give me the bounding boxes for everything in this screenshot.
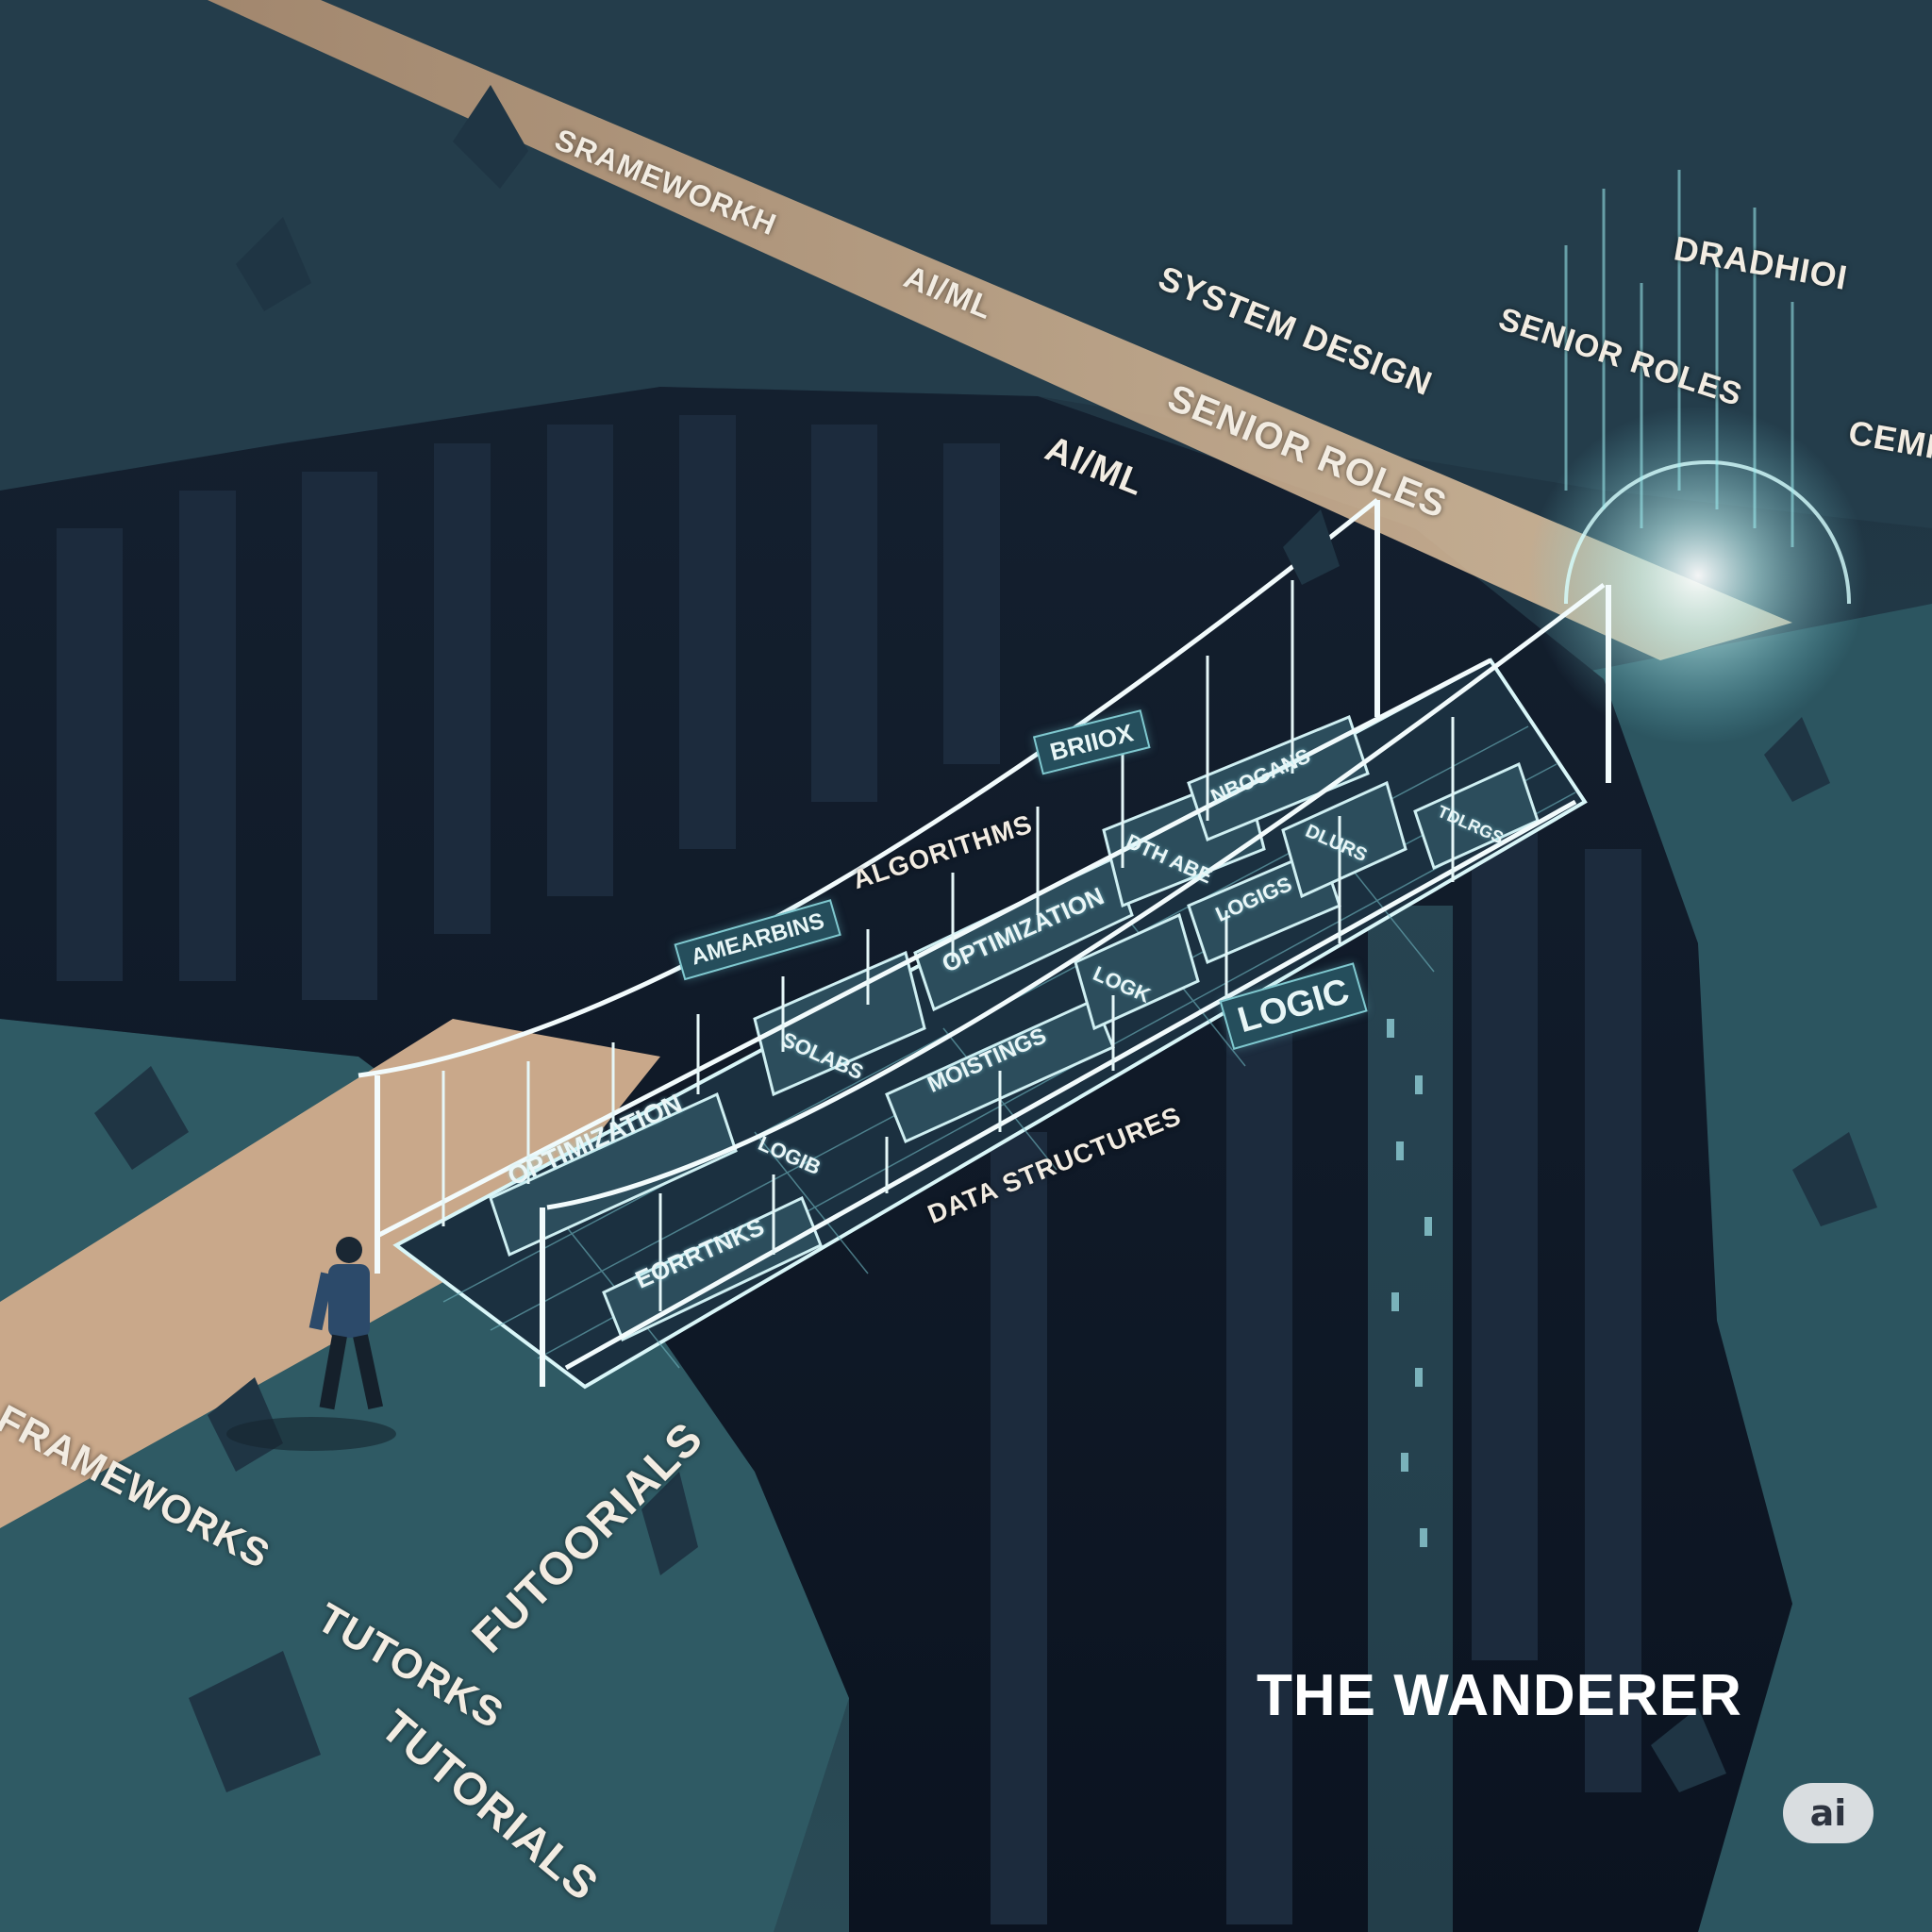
portal-dome	[1564, 460, 1851, 605]
light-particles	[1387, 1019, 1432, 1547]
cliff-pillars	[57, 415, 1641, 1924]
light-beam	[1368, 906, 1453, 1932]
ai-badge: ai	[1783, 1783, 1874, 1843]
bridge-ropes	[358, 498, 1606, 1371]
portal-glow	[1528, 406, 1868, 745]
scene-title: THE WANDERER	[1257, 1663, 1742, 1728]
bridge-posts	[375, 500, 1611, 1387]
upper-path	[208, 0, 1792, 660]
rocks	[94, 85, 1877, 1792]
bridge-hangers	[441, 580, 1455, 1311]
wanderer-figure	[226, 1237, 396, 1451]
data-rain	[1564, 170, 1794, 547]
